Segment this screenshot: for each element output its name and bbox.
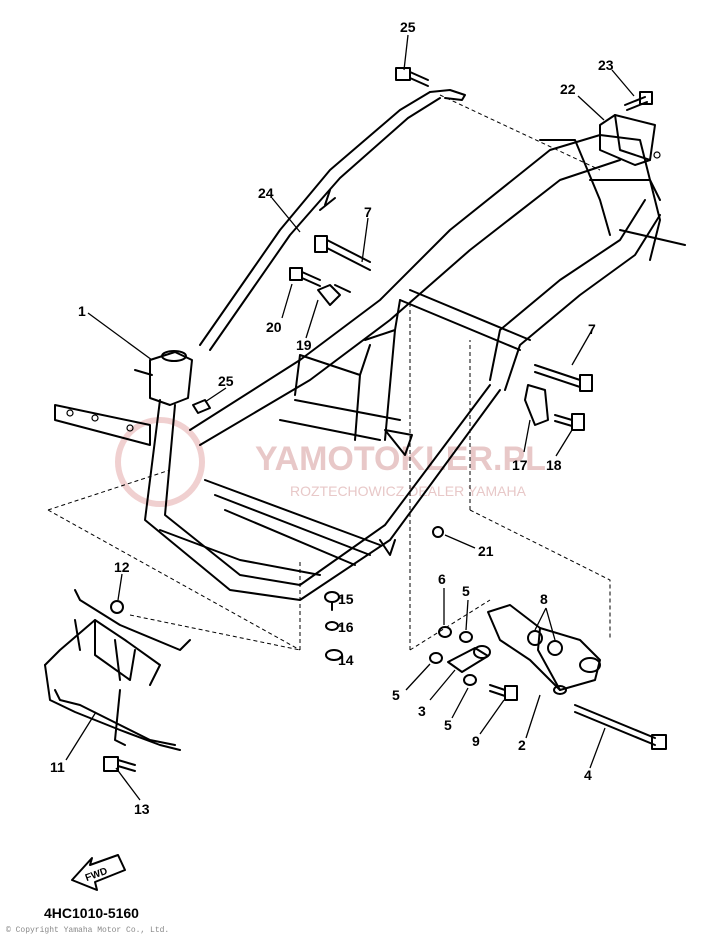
- nut-20: [432, 526, 444, 538]
- bolt-19: [289, 267, 321, 287]
- footer-copyright: © Copyright Yamaha Motor Co., Ltd.: [6, 926, 169, 935]
- bolt-9: [489, 684, 518, 701]
- bolt-24: [395, 67, 429, 87]
- watermark-logo-icon: [115, 417, 205, 507]
- callouts: 25 23 22 24 7 20 19 1 25 7 17 18 21 15 1…: [50, 19, 614, 817]
- bolt-17: [554, 413, 585, 431]
- nuts-8: [527, 630, 563, 656]
- fwd-arrow-icon: FWD: [71, 854, 126, 891]
- callout-24: 25: [400, 19, 416, 35]
- bolt-22: [624, 91, 653, 111]
- watermark-tagline: ROZTECHOWICZ DEALER YAMAHA: [290, 483, 527, 499]
- main-frame: [54, 134, 686, 601]
- bolt-7-upper: [314, 235, 371, 271]
- clip-25: [192, 399, 211, 414]
- callout-12: 13: [134, 801, 150, 817]
- callout-13: 14: [338, 652, 354, 668]
- washer-15: [325, 621, 339, 631]
- callout-4: 4: [584, 767, 592, 783]
- bracket-18: [317, 284, 351, 306]
- bolt-12: [103, 756, 136, 772]
- callout-16: 17: [512, 457, 528, 473]
- callout-18: 19: [296, 337, 312, 353]
- nut-11: [110, 600, 124, 614]
- part-3-collar: [447, 645, 491, 673]
- part-10-front-bracket: [44, 589, 191, 751]
- callout-5-top: 5: [462, 583, 470, 599]
- callout-25: 25: [218, 373, 234, 389]
- watermark: YAMOTOKLER.PL ROZTECHOWICZ DEALER YAMAHA: [115, 417, 546, 507]
- part-21-bracket: [599, 114, 661, 166]
- clip-13: [325, 649, 343, 661]
- assembly-reference-lines: [47, 94, 611, 651]
- callout-10: 11: [50, 759, 65, 775]
- callout-23: 24: [258, 185, 274, 201]
- callout-17: 18: [546, 457, 562, 473]
- callout-2: 2: [518, 737, 526, 753]
- callout-5-mid: 5: [444, 717, 452, 733]
- callout-8: 8: [540, 591, 548, 607]
- screw-14: [324, 591, 340, 611]
- callout-11: 12: [114, 559, 130, 575]
- callout-6: 6: [438, 571, 446, 587]
- callout-15: 16: [338, 619, 354, 635]
- bolt-7-right: [534, 364, 593, 392]
- washers-5-6: [429, 626, 477, 686]
- bracket-16: [524, 384, 549, 426]
- callout-14: 15: [338, 591, 354, 607]
- callout-7-right: 7: [588, 321, 596, 337]
- watermark-brand: YAMOTOKLER.PL: [255, 440, 546, 478]
- part-code: 4HC1010-5160: [44, 905, 139, 921]
- part-23-side-pipe: [199, 89, 466, 351]
- callout-5-left: 5: [392, 687, 400, 703]
- callout-9: 9: [472, 733, 480, 749]
- callout-22: 23: [598, 57, 614, 73]
- callout-21: 22: [560, 81, 576, 97]
- callout-3: 3: [418, 703, 426, 719]
- callout-7-upper: 7: [364, 204, 372, 220]
- callout-1: 1: [78, 303, 86, 319]
- callout-19: 20: [266, 319, 282, 335]
- bolt-4: [574, 704, 667, 750]
- leader-lines: [65, 34, 635, 801]
- part-2-engine-bracket: [487, 604, 601, 695]
- callout-20: 21: [478, 543, 494, 559]
